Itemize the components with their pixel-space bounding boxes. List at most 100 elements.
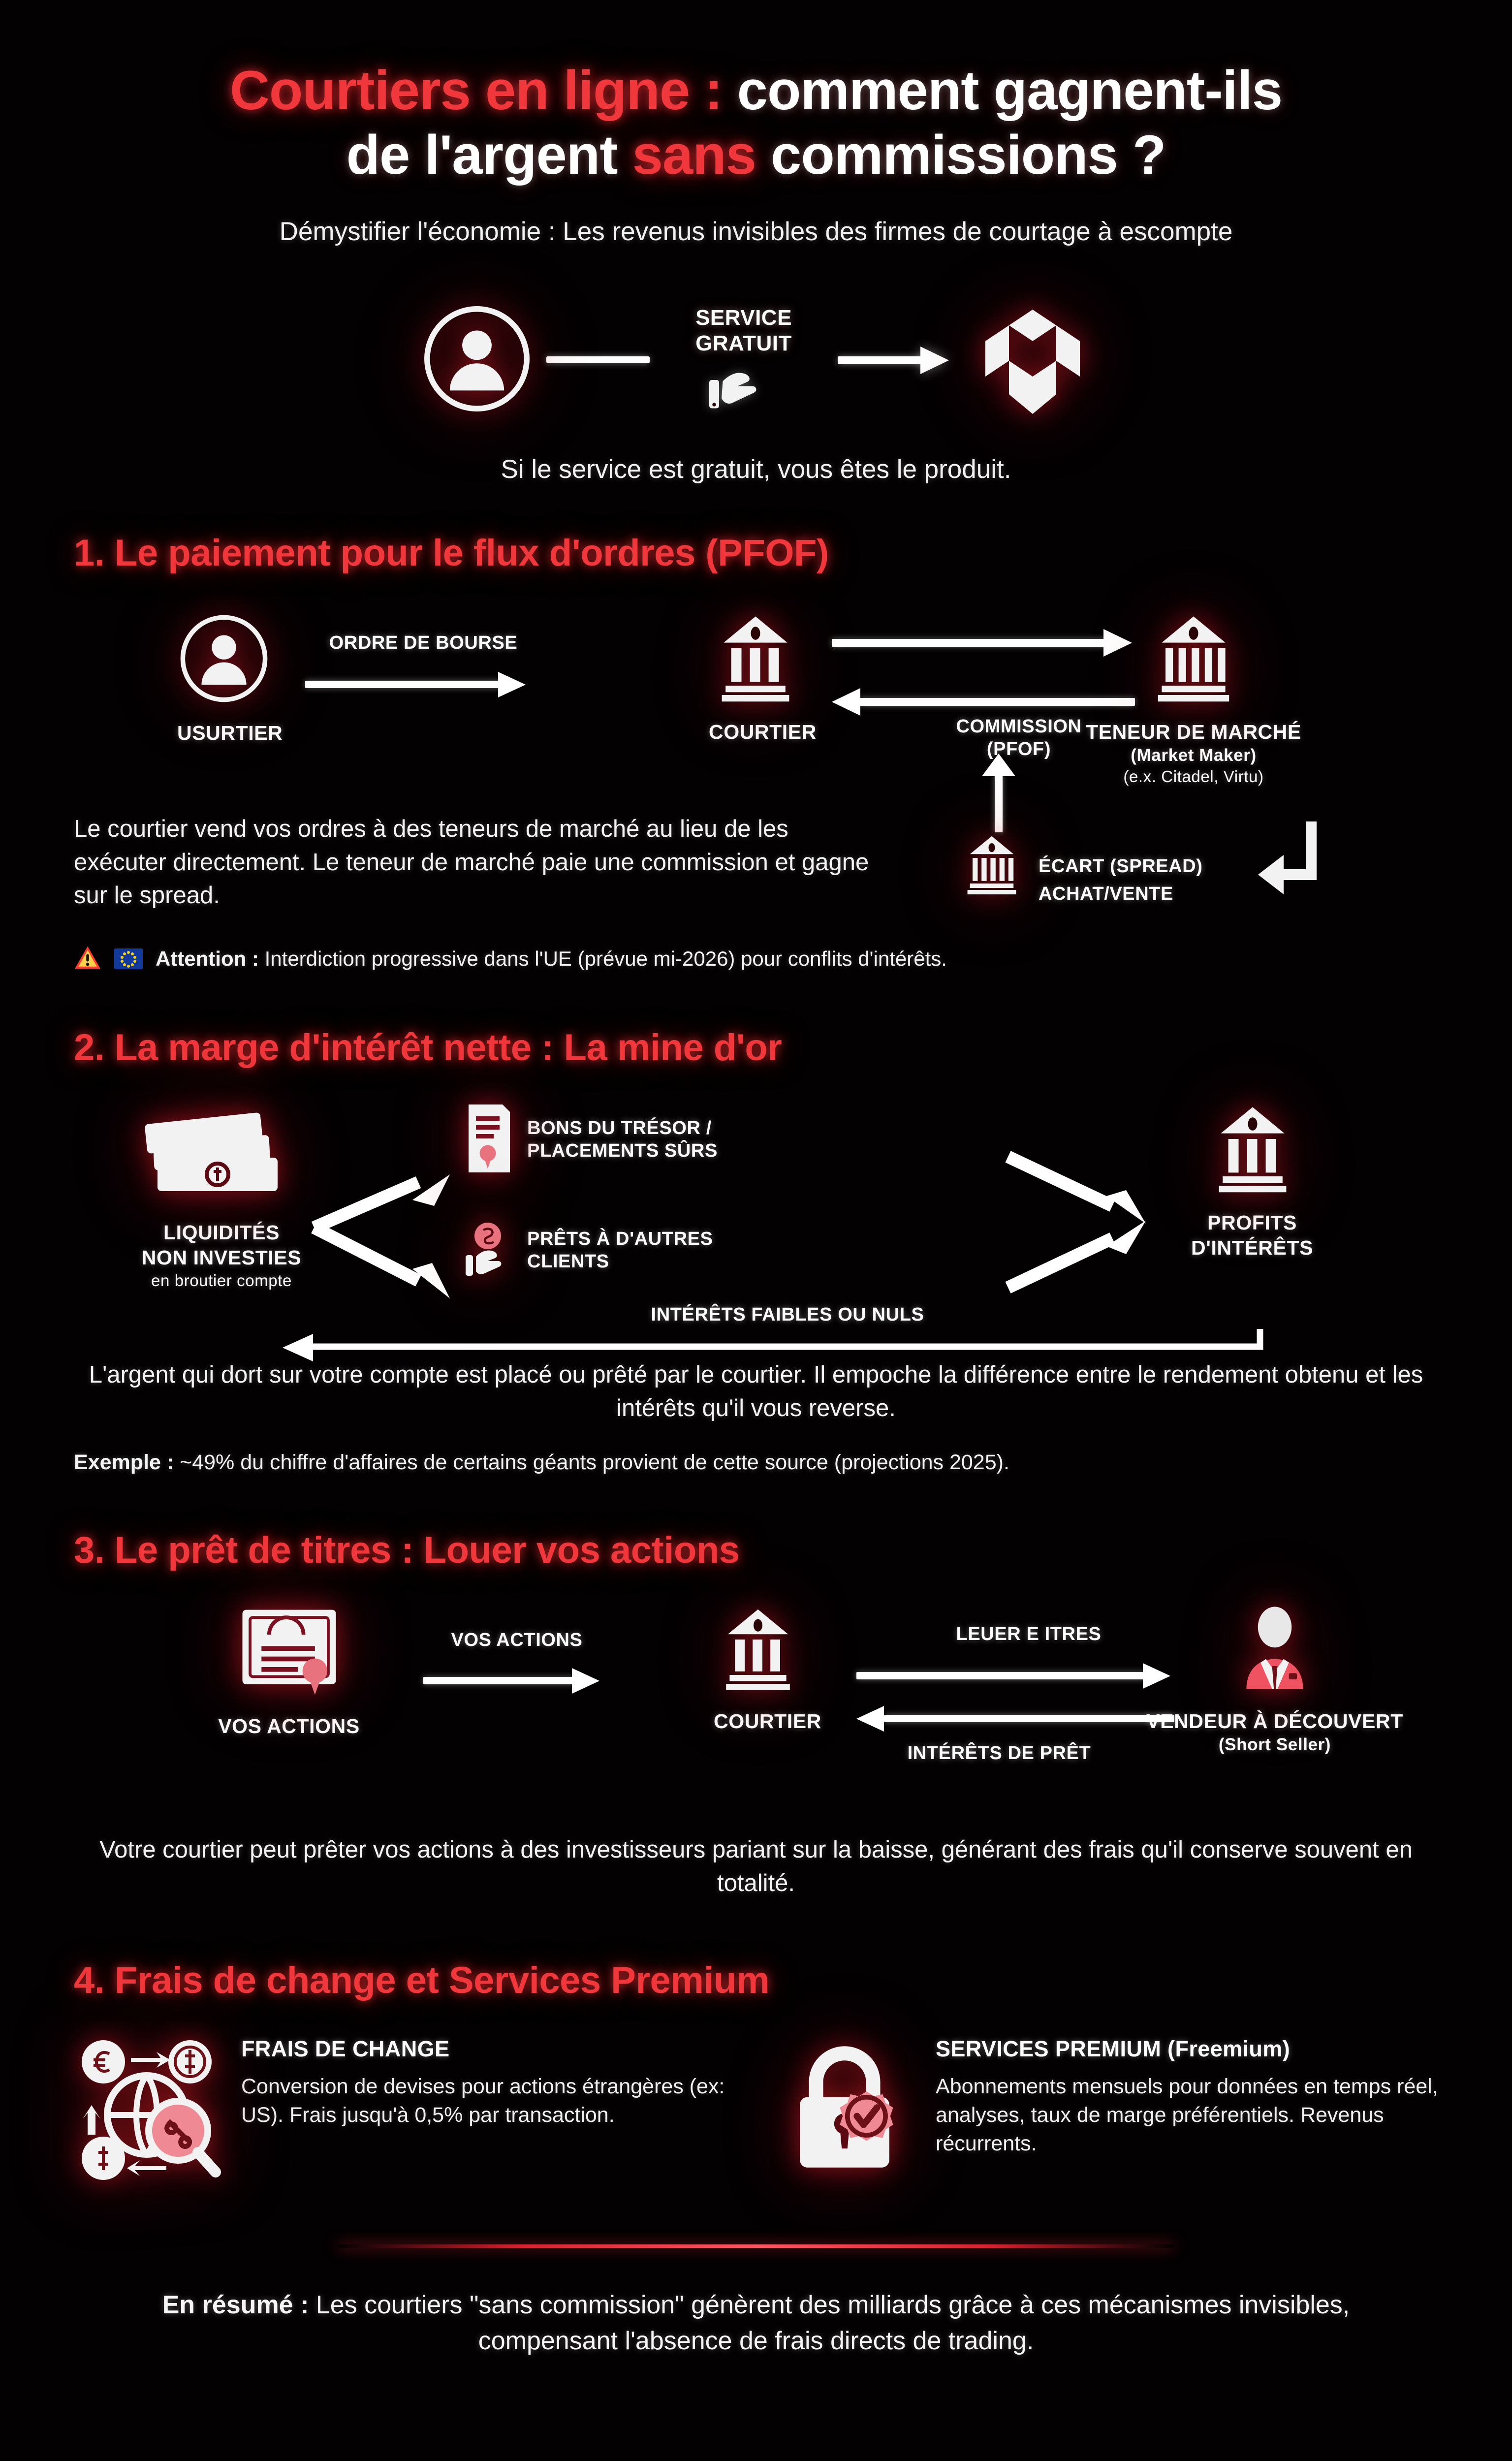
fx-premium-cards: FRAIS DE CHANGE Conversion de devises po… (74, 2036, 1438, 2186)
nim-profits-l1: PROFITS (1207, 1211, 1297, 1234)
card-fx-heading: FRAIS DE CHANGE (241, 2036, 450, 2062)
pfof-mm-sub2: (e.x. Citadel, Virtu) (1123, 767, 1264, 786)
card-premium-heading: SERVICES PREMIUM (Freemium) (936, 2036, 1291, 2062)
section-nim: 2. La marge d'intérêt nette : La mine d'… (0, 1026, 1512, 1475)
user-avatar-icon (177, 615, 271, 707)
footer-summary-label: En résumé : (162, 2291, 309, 2320)
footer-summary-text: Les courtiers "sans commission" génèrent… (309, 2291, 1350, 2356)
section-fx-title: 4. Frais de change et Services Premium (74, 1959, 770, 2002)
stock-certificate-icon (236, 1609, 342, 1700)
pfof-commission-line2: (PFOF) (986, 739, 1051, 760)
document-treasury-icon (463, 1102, 514, 1178)
card-premium-text: SERVICES PREMIUM (Freemium) Abonnements … (936, 2036, 1438, 2158)
section-lending-title: 3. Le prêt de titres : Louer vos actions (74, 1529, 740, 1572)
card-premium: SERVICES PREMIUM (Freemium) Abonnements … (773, 2036, 1438, 2186)
nim-example-text: ~49% du chiffre d'affaires de certains g… (174, 1451, 1009, 1475)
nim-example-label: Exemple : (74, 1451, 174, 1475)
pfof-hook-arrow (1240, 818, 1329, 909)
page-subtitle: Démystifier l'économie : Les revenus inv… (279, 217, 1233, 247)
section-pfof-title: 1. Le paiement pour le flux d'ordres (PF… (74, 532, 829, 574)
nim-treasury-l2: PLACEMENTS SÛRS (527, 1140, 718, 1162)
lending-node-short-seller: VENDEUR À DÉCOUVERT (Short Seller) (1146, 1604, 1413, 1756)
nim-node-treasury: BONS DU TRÉSOR / PLACEMENTS SÛRS (463, 1102, 718, 1178)
warning-triangle-icon (74, 945, 101, 973)
pfof-node-user: USURTIER (177, 612, 283, 746)
nim-edge-split-down (310, 1220, 458, 1306)
hand-offer-icon (707, 363, 781, 414)
pfof-node-market-maker: TENEUR DE MARCHÉ (Market Maker) (e.x. Ci… (1086, 611, 1309, 787)
pfof-spread-line1: ÉCART (SPREAD) (1039, 856, 1203, 877)
pfof-commission-label: COMMISSION (PFOF) (945, 715, 1093, 761)
pfof-label-market-maker: TENEUR DE MARCHÉ (Market Maker) (e.x. Ci… (1078, 720, 1309, 787)
currency-exchange-icon (74, 2036, 221, 2186)
card-premium-body: Abonnements mensuels pour données en tem… (936, 2075, 1438, 2155)
page-title: Courtiers en ligne : comment gagnent-ils… (0, 58, 1512, 187)
page-title-line2-highlight: sans (632, 124, 756, 186)
product-box-icon (974, 300, 1092, 420)
section-fx-premium: 4. Frais de change et Services Premium (0, 1959, 1512, 2186)
page-title-line2-a: de l'argent (346, 124, 632, 186)
nim-cash-l1: LIQUIDITÉS (163, 1221, 280, 1244)
pfof-warning-row: Attention : Interdiction progressive dan… (74, 945, 1438, 973)
section-lending-body: Votre courtier peut prêter vos actions à… (99, 1836, 1413, 1896)
short-seller-person-icon (1230, 1607, 1319, 1695)
nim-edge-merge-top (1004, 1151, 1152, 1227)
bank-profits-icon (1206, 1107, 1299, 1197)
page-title-highlight: Courtiers en ligne : (229, 60, 723, 121)
pfof-node-broker: COURTIER (709, 611, 816, 745)
intro-arrow-to-product (838, 343, 961, 377)
lending-label-shares: VOS ACTIONS (218, 1715, 360, 1738)
pfof-spread-label: ÉCART (SPREAD) ACHAT/VENTE (1039, 855, 1245, 906)
premium-lock-icon (773, 2036, 916, 2181)
pfof-node-spread-bank (960, 832, 1024, 899)
hero-header: Courtiers en ligne : comment gagnent-ils… (0, 0, 1512, 247)
lending-short-seller-name: VENDEUR À DÉCOUVERT (1146, 1710, 1403, 1733)
intro-line-connector (546, 356, 650, 364)
nim-cash-l2: NON INVESTIES (141, 1246, 302, 1269)
nim-node-loans: PRÊTS À D'AUTRES CLIENTS (463, 1220, 713, 1281)
intro-label-line2: GRATUIT (695, 331, 792, 355)
pfof-label-user: USURTIER (177, 722, 283, 745)
pfof-mm-name: TENEUR DE MARCHÉ (1086, 721, 1301, 744)
pfof-spread-line2: ACHAT/VENTE (1039, 883, 1174, 905)
user-avatar-icon (420, 302, 534, 418)
bank-broker-icon (709, 616, 802, 706)
lending-edge-your-shares: VOS ACTIONS (413, 1629, 620, 1697)
nim-treasury-l1: BONS DU TRÉSOR / (527, 1118, 712, 1139)
nim-node-profits: PROFITS D'INTÉRÊTS (1191, 1102, 1316, 1261)
section-pfof: 1. Le paiement pour le flux d'ordres (PF… (0, 532, 1512, 973)
cash-stack-icon (138, 1112, 285, 1207)
pfof-edge-order-label: ORDRE DE BOURSE (329, 632, 518, 654)
nim-label-loans: PRÊTS À D'AUTRES CLIENTS (527, 1228, 713, 1273)
lending-short-seller-sub: (Short Seller) (1218, 1735, 1331, 1755)
lending-edge-lend-label: LEUER E ITRES (956, 1624, 1102, 1645)
bank-spread-icon (960, 836, 1024, 898)
pfof-warning-label: Attention : (156, 947, 259, 971)
nim-label-profits: PROFITS D'INTÉRÊTS (1188, 1210, 1316, 1261)
pfof-mm-sub1: (Market Maker) (1131, 746, 1257, 765)
nim-loans-l2: CLIENTS (527, 1251, 609, 1272)
nim-edge-return-flow (266, 1327, 1285, 1369)
bank-market-maker-icon (1147, 616, 1240, 706)
footer-divider (338, 2244, 1174, 2248)
section-nim-title: 2. La marge d'intérêt nette : La mine d'… (74, 1026, 782, 1069)
footer-summary: En résumé : Les courtiers "sans commissi… (98, 2287, 1414, 2359)
nim-label-treasury: BONS DU TRÉSOR / PLACEMENTS SÛRS (527, 1117, 718, 1163)
bank-broker-icon (714, 1609, 802, 1695)
card-fx-text: FRAIS DE CHANGE Conversion de devises po… (241, 2036, 739, 2129)
nim-return-label: INTÉRÊTS FAIBLES OU NULS (651, 1304, 924, 1325)
pfof-warning-text: Attention : Interdiction progressive dan… (156, 947, 947, 971)
nim-profits-l2: D'INTÉRÊTS (1191, 1236, 1314, 1260)
lending-loan-interest-label: INTÉRÊTS DE PRÊT (907, 1743, 1091, 1764)
loan-hand-icon (463, 1220, 514, 1281)
eu-flag-icon (114, 948, 143, 970)
pfof-commission-line1: COMMISSION (956, 716, 1082, 737)
nim-label-cash: LIQUIDITÉS NON INVESTIES en broutier com… (138, 1220, 305, 1291)
section-nim-body: L'argent qui dort sur votre compte est p… (89, 1361, 1423, 1421)
section-securities-lending: 3. Le prêt de titres : Louer vos actions (0, 1529, 1512, 1900)
intro-caption: Si le service est gratuit, vous êtes le … (501, 455, 1011, 484)
lending-label-short-seller: VENDEUR À DÉCOUVERT (Short Seller) (1137, 1709, 1413, 1756)
page-title-rest: comment gagnent-ils (722, 60, 1283, 121)
lending-edge-lend-titles: LEUER E ITRES (842, 1623, 1216, 1692)
